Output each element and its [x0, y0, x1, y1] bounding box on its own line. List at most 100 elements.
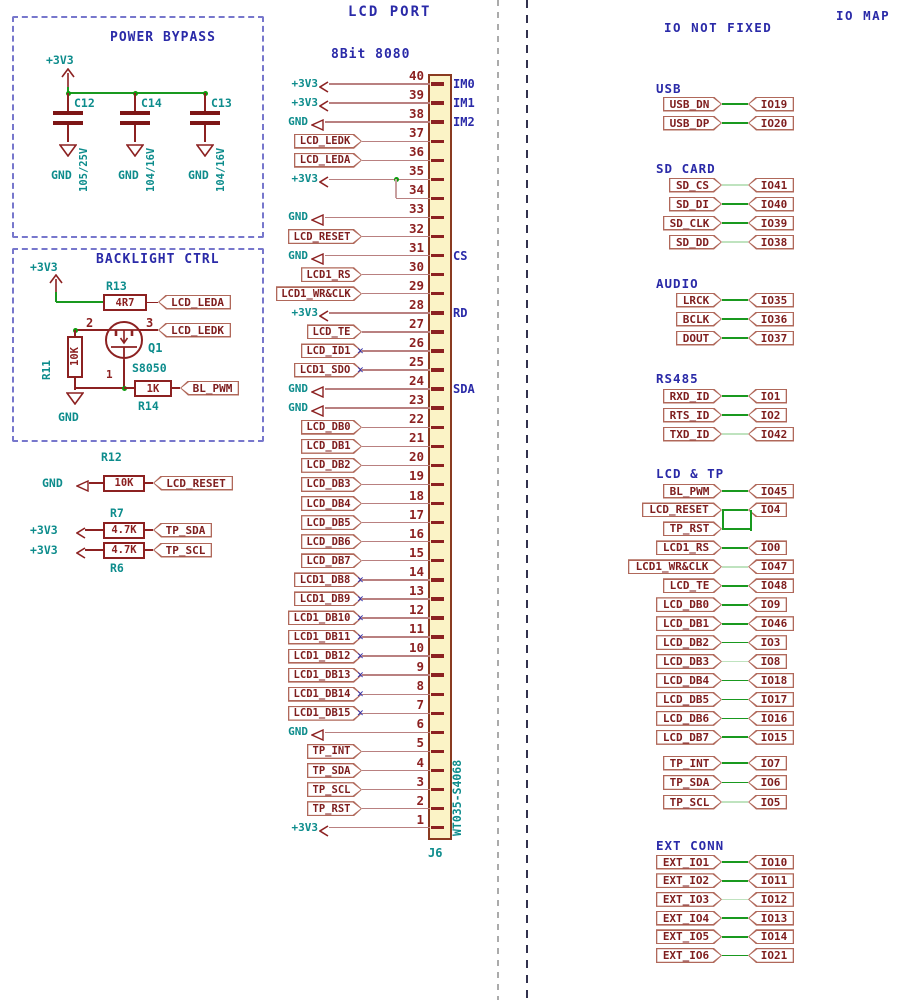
io-wire-USB_DP [722, 122, 748, 124]
pin-wire-11 [362, 636, 430, 638]
bl-q1-pin-right: 3 [146, 316, 154, 330]
pin-nc-7: ✕ [357, 706, 364, 720]
io-pin-IO13-text: IO13 [749, 911, 793, 925]
pin-wire-34 [396, 197, 430, 200]
cap-lead-top-C12 [67, 93, 69, 111]
io-sig-LCD_DB5-text: LCD_DB5 [657, 693, 721, 706]
pin-wire-30 [362, 274, 430, 276]
pin-number-34: 34 [408, 182, 424, 198]
io-sig-EXT_IO1: EXT_IO1 [656, 854, 722, 870]
pin-wire-23 [325, 407, 430, 409]
io-pin-IO2-text: IO2 [749, 408, 786, 422]
io-sig-TP_SDA: TP_SDA [663, 775, 722, 790]
pin-pwr-icon-35 [318, 173, 329, 189]
connector-ref: J6 [428, 846, 443, 860]
io-pin-IO42: IO42 [748, 426, 794, 442]
io-sig-LCD_DB7: LCD_DB7 [656, 729, 722, 745]
pin-net-30: LCD1_RS [301, 267, 362, 283]
pin-number-37: 37 [408, 125, 424, 141]
pin-stub-24 [431, 387, 444, 391]
pin-number-8: 8 [416, 678, 424, 694]
pin-wire-4 [362, 769, 430, 772]
pin-wire-9 [362, 674, 430, 676]
lcd-port-title: LCD PORT [348, 4, 432, 20]
pin-stub-1 [431, 826, 444, 830]
io-pin-IO20-text: IO20 [749, 116, 793, 130]
pin-number-19: 19 [408, 468, 424, 484]
pin-net-7: LCD1_DB15 [288, 705, 362, 721]
pin-wire-3 [362, 788, 430, 791]
pin-gnd-icon-38 [310, 116, 324, 132]
pb-rail-bus [68, 92, 207, 94]
pin-stub-9 [431, 673, 444, 677]
pin-nc-13: ✕ [357, 591, 364, 605]
pb-rail-stem [67, 87, 69, 93]
pin-net-27: LCD_TE [307, 324, 362, 340]
io-wire-DOUT [722, 337, 748, 339]
io-pin-IO17: IO17 [748, 691, 794, 707]
pin-number-36: 36 [408, 144, 424, 160]
bl-r11-bot-lead [74, 378, 76, 390]
io-pin-IO15-text: IO15 [749, 731, 793, 744]
pull-net-R6: TP_SCL [153, 542, 212, 558]
io-sig-LCD_DB4: LCD_DB4 [656, 673, 722, 688]
power-bypass-title: POWER BYPASS [110, 30, 216, 45]
io-sig-BL_PWM-text: BL_PWM [664, 484, 721, 498]
pin-net-11: LCD1_DB11 [288, 629, 362, 645]
io-pin-IO40: IO40 [748, 196, 794, 212]
pin-wire-15 [362, 560, 430, 562]
pin-wire-12 [362, 617, 430, 619]
pull-rail-icon-R7 [75, 524, 86, 539]
pin-pwr-39: +3V3 [291, 96, 319, 110]
io-sig-EXT_IO6-text: EXT_IO6 [657, 949, 721, 962]
cap-value-C14: 104/16V [145, 147, 157, 192]
io-sig-LCD_DB4-text: LCD_DB4 [657, 674, 721, 687]
bl-r11-ref: R11 [40, 360, 53, 380]
pin-fn-24: SDA [453, 382, 475, 397]
pin-stub-4 [431, 768, 444, 773]
bl-gnd-label: GND [58, 410, 79, 424]
io-pin-IO21: IO21 [748, 948, 794, 963]
io-pin-IO15: IO15 [748, 729, 794, 745]
io-sig-EXT_IO6: EXT_IO6 [656, 948, 722, 963]
pin-gnd-icon-6 [310, 726, 324, 742]
pb-rail-arrow-icon [61, 67, 75, 88]
pull-w1-R12 [89, 482, 103, 484]
io-pin-IO41: IO41 [748, 177, 794, 193]
cap-value-C13: 104/16V [215, 147, 227, 192]
bl-r13-out [147, 301, 158, 303]
pin-nc-8: ✕ [357, 687, 364, 701]
bl-net-ledk-text: LCD_LEDK [159, 323, 230, 337]
pin-net-19: LCD_DB3 [301, 476, 362, 492]
pin-stub-6 [431, 730, 444, 735]
io-pin-IO4: IO4 [748, 502, 787, 518]
io-sig-SD_CLK-text: SD_CLK [664, 216, 721, 230]
pin-wire-22 [362, 426, 430, 428]
io-group-EXTCONN: EXT CONN [656, 838, 725, 853]
pin-net-9-text: LCD1_DB13 [289, 668, 361, 682]
io-pin-IO8-text: IO8 [749, 655, 786, 668]
io-sig-LCD_DB1: LCD_DB1 [656, 616, 722, 632]
io-pin-IO48-text: IO48 [749, 579, 793, 592]
io-wire-TP_SCL [722, 801, 748, 803]
io-wire-EXT_IO1 [722, 861, 748, 863]
cap-plate2-C12 [53, 121, 83, 125]
pin-wire-31 [325, 254, 430, 257]
pin-stub-39 [431, 101, 444, 105]
pin-number-38: 38 [408, 106, 424, 122]
bl-q1-stem [123, 360, 125, 388]
io-pin-IO41-text: IO41 [749, 178, 793, 192]
io-not-fixed-title: IO NOT FIXED [664, 20, 773, 35]
pull-ref-R6: R6 [110, 561, 124, 575]
connector-j6-body [428, 74, 452, 840]
pin-net-3-text: TP_SCL [308, 783, 361, 796]
io-wire-EXT_IO3 [722, 898, 748, 901]
io-sig-EXT_IO4-text: EXT_IO4 [657, 911, 721, 925]
io-pin-IO37-text: IO37 [749, 331, 793, 345]
io-wire-USB_DN [722, 103, 748, 105]
pin-stub-35 [431, 177, 444, 182]
io-sig-EXT_IO1-text: EXT_IO1 [657, 855, 721, 869]
pin-stub-29 [431, 292, 444, 296]
pin-wire-24 [325, 388, 430, 390]
pin-wire-1 [329, 827, 430, 829]
